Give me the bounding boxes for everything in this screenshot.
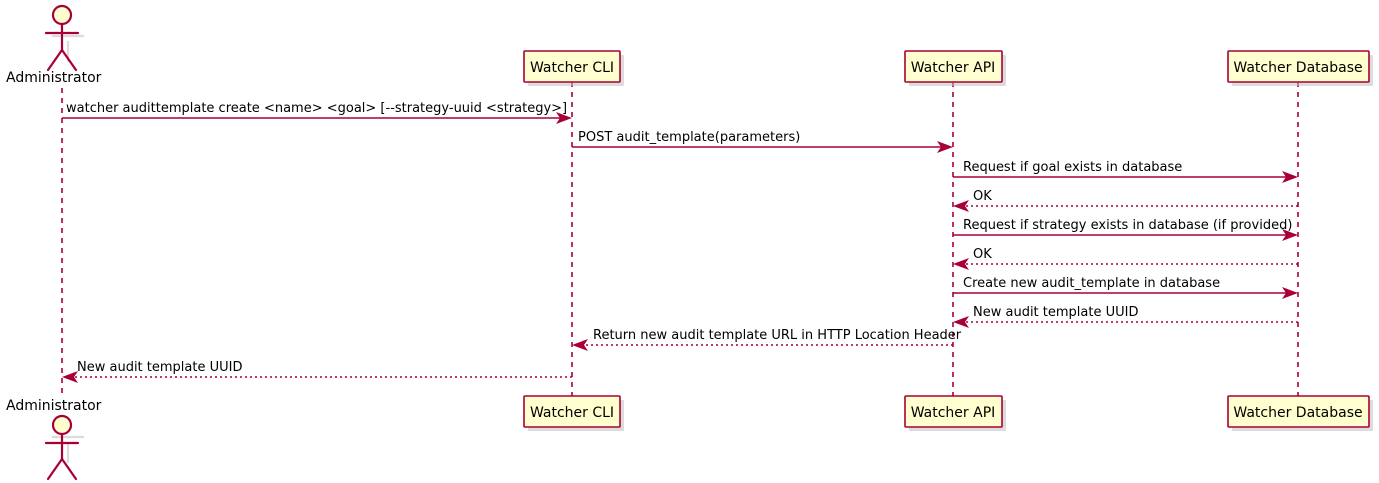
actor-body-icon [44, 432, 80, 481]
message-2[interactable]: POST audit_template(parameters) [572, 130, 953, 153]
message-label: OK [973, 247, 992, 262]
message-label: Create new audit_template in database [963, 276, 1220, 291]
participant-box [904, 50, 1003, 83]
participant-box [1227, 50, 1370, 83]
participant-box [523, 50, 621, 83]
arrowhead-left-icon [62, 371, 78, 383]
actor-shadow [52, 435, 84, 463]
message-label: New audit template UUID [973, 305, 1138, 320]
message-7[interactable]: Create new audit_template in database [953, 276, 1298, 299]
arrowhead-left-icon [953, 200, 969, 212]
message-5[interactable]: Request if strategy exists in database (… [953, 218, 1298, 241]
actor-label-administrator-top: Administrator [6, 70, 102, 86]
actor-administrator-bottom[interactable]: Administrator [6, 398, 102, 481]
participant-box [523, 395, 621, 428]
message-4[interactable]: OK [953, 189, 1298, 212]
message-label: New audit template UUID [77, 360, 242, 375]
actor-head-icon [51, 414, 73, 436]
actor-label-administrator-bottom: Administrator [6, 398, 102, 414]
participant-watcher-api-top[interactable]: Watcher API [904, 50, 1006, 86]
arrowhead-right-icon [1282, 287, 1298, 299]
actor-administrator-top[interactable]: Administrator [6, 4, 102, 86]
participant-watcher-database-top[interactable]: Watcher Database [1227, 50, 1373, 86]
message-label: Return new audit template URL in HTTP Lo… [593, 328, 962, 343]
participant-watcher-database-bottom[interactable]: Watcher Database [1227, 395, 1373, 431]
participant-watcher-cli-top[interactable]: Watcher CLI [523, 50, 624, 86]
actor-body-icon [44, 22, 80, 72]
message-label: Request if goal exists in database [963, 160, 1182, 175]
arrowhead-left-icon [953, 258, 969, 270]
lifelines [61, 82, 1299, 396]
message-9[interactable]: Return new audit template URL in HTTP Lo… [572, 328, 962, 351]
arrowhead-right-icon [1282, 171, 1298, 183]
participant-label-watcher-database: Watcher Database [1233, 60, 1362, 76]
actor-head-icon [51, 4, 73, 26]
participant-label-watcher-cli: Watcher CLI [530, 60, 614, 76]
message-label: OK [973, 189, 992, 204]
participant-label-watcher-cli: Watcher CLI [530, 405, 614, 421]
message-label: Request if strategy exists in database (… [963, 218, 1292, 233]
message-6[interactable]: OK [953, 247, 1298, 270]
arrowhead-right-icon [556, 112, 572, 124]
message-1[interactable]: watcher audittemplate create <name> <goa… [62, 101, 572, 124]
arrowhead-right-icon [1282, 229, 1298, 241]
participant-label-watcher-database: Watcher Database [1233, 405, 1362, 421]
arrowhead-left-icon [572, 339, 588, 351]
message-label: POST audit_template(parameters) [578, 130, 800, 145]
participant-label-watcher-api: Watcher API [911, 405, 996, 421]
participant-box [1227, 395, 1370, 428]
arrowhead-right-icon [937, 141, 953, 153]
participant-label-watcher-api: Watcher API [911, 60, 996, 76]
message-3[interactable]: Request if goal exists in database [953, 160, 1298, 183]
participant-watcher-cli-bottom[interactable]: Watcher CLI [523, 395, 624, 431]
message-10[interactable]: New audit template UUID [62, 360, 572, 383]
message-label: watcher audittemplate create <name> <goa… [66, 101, 567, 116]
message-8[interactable]: New audit template UUID [953, 305, 1298, 328]
arrowhead-left-icon [953, 316, 969, 328]
participant-watcher-api-bottom[interactable]: Watcher API [904, 395, 1006, 431]
participant-box [904, 395, 1003, 428]
